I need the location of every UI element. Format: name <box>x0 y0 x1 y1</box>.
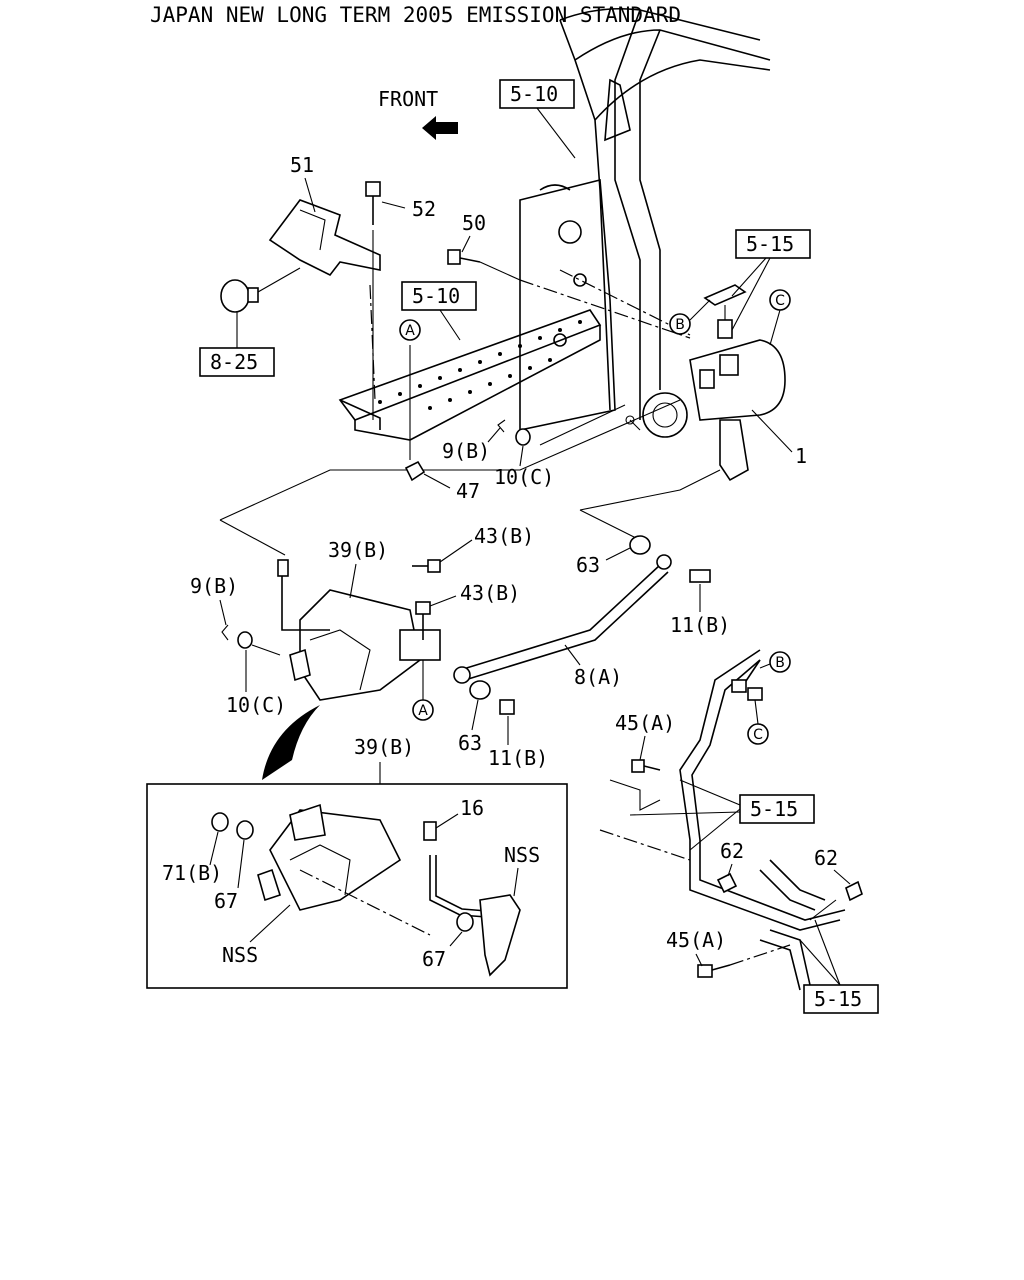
label-16: 16 <box>460 796 484 820</box>
clip-9b-left <box>221 624 229 641</box>
label-39b-top: 39(B) <box>328 538 388 562</box>
label-nss-a: NSS <box>504 843 540 867</box>
diagram-title: JAPAN NEW LONG TERM 2005 EMISSION STANDA… <box>150 3 681 27</box>
label-52: 52 <box>412 197 436 221</box>
svg-text:8-25: 8-25 <box>210 350 258 374</box>
washer-10c-left <box>237 631 253 649</box>
ref-5-15-c: 5-15 <box>799 919 879 1014</box>
label-67-b: 67 <box>422 947 446 971</box>
label-10c-top: 10(C) <box>494 465 554 489</box>
label-1: 1 <box>795 444 807 468</box>
callout-b-top: B <box>669 299 711 335</box>
bushing-67-a <box>236 820 254 840</box>
label-67-a: 67 <box>214 889 238 913</box>
label-11b-top: 11(B) <box>670 613 730 637</box>
callout-b-right: B <box>759 651 791 673</box>
label-43b-a: 43(B) <box>474 524 534 548</box>
svg-text:5-10: 5-10 <box>510 82 558 106</box>
ref-5-15-a: 5-15 <box>731 229 811 331</box>
label-63-bot: 63 <box>458 731 482 755</box>
nut-62-a <box>716 872 738 894</box>
svg-text:B: B <box>775 655 785 671</box>
label-62-b: 62 <box>814 846 838 870</box>
tee-fitting <box>703 284 747 339</box>
callout-c-right: C <box>747 699 769 745</box>
inset-bracket <box>257 803 402 911</box>
grommet-8-25 <box>220 267 301 313</box>
bracket-51 <box>268 199 381 277</box>
bolt-45a-top <box>631 759 661 773</box>
label-8a: 8(A) <box>574 665 622 689</box>
front-arrow-icon <box>422 116 458 140</box>
label-39b-inset: 39(B) <box>354 735 414 759</box>
ref-8-25: 8-25 <box>199 312 275 377</box>
clip-nss-inset <box>479 894 521 977</box>
callout-a-top: A <box>399 319 421 341</box>
svg-text:A: A <box>405 323 415 339</box>
actuator-1 <box>625 339 786 482</box>
label-9b-top: 9(B) <box>442 439 490 463</box>
bushing-67-b <box>456 912 474 932</box>
pipe-16-left <box>281 565 330 631</box>
svg-text:C: C <box>775 293 785 309</box>
label-9b-left: 9(B) <box>190 574 238 598</box>
pipe-routing <box>599 649 846 991</box>
ref-5-10-b: 5-10 <box>401 281 477 341</box>
ref-5-15-b: 5-15 <box>629 779 815 851</box>
svg-text:C: C <box>753 727 763 743</box>
label-45a-bot: 45(A) <box>666 928 726 952</box>
label-51: 51 <box>290 153 314 177</box>
ref-5-10-a: 5-10 <box>499 79 576 159</box>
bracket-39b <box>289 589 441 701</box>
inset-pointer-icon <box>262 705 320 780</box>
label-10c-left: 10(C) <box>226 693 286 717</box>
bolt-45a-bot <box>697 964 731 978</box>
washer-10c-top <box>515 428 531 446</box>
svg-text:A: A <box>418 703 428 719</box>
label-11b-bot: 11(B) <box>488 746 548 770</box>
label-63-top: 63 <box>576 553 600 577</box>
nut-62-b <box>845 880 863 902</box>
label-47: 47 <box>456 479 480 503</box>
pin-11b-bot <box>499 699 515 715</box>
bolt-50 <box>447 249 521 281</box>
label-nss-b: NSS <box>222 943 258 967</box>
label-71b: 71(B) <box>162 861 222 885</box>
clip-9b-top <box>497 419 506 433</box>
callout-a-bot: A <box>412 660 434 721</box>
label-62-a: 62 <box>720 839 744 863</box>
bolt-52 <box>365 181 381 225</box>
crossmember <box>338 309 602 441</box>
bushing-63-top <box>629 535 651 555</box>
bushing-63-bot <box>469 680 491 700</box>
svg-text:5-15: 5-15 <box>746 232 794 256</box>
pin-11b-top <box>689 569 711 583</box>
svg-text:5-15: 5-15 <box>814 987 862 1011</box>
svg-text:B: B <box>675 317 685 333</box>
nut-47 <box>404 460 426 482</box>
bolt-43b-b <box>415 601 431 640</box>
bolt-43b-a <box>412 559 441 573</box>
rod-8a <box>453 554 672 684</box>
nut-71b <box>211 812 229 832</box>
label-43b-b: 43(B) <box>460 581 520 605</box>
frame-rail <box>519 8 771 431</box>
label-50: 50 <box>462 211 486 235</box>
front-label: FRONT <box>378 87 438 111</box>
svg-text:5-15: 5-15 <box>750 797 798 821</box>
label-45a-top: 45(A) <box>615 711 675 735</box>
svg-text:5-10: 5-10 <box>412 284 460 308</box>
callout-c-top: C <box>769 289 791 346</box>
